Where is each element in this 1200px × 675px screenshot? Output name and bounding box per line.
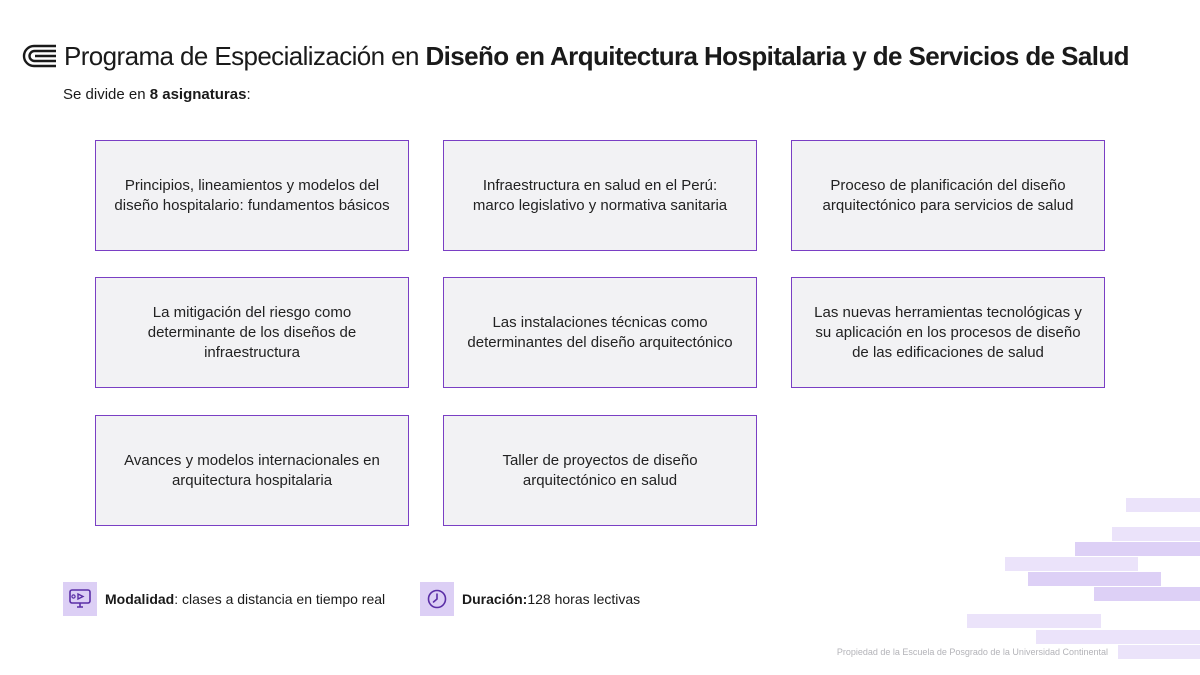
clock-icon	[420, 582, 454, 616]
deco-stripe	[1126, 498, 1200, 512]
deco-stripe	[1036, 630, 1200, 644]
course-card-5: Las instalaciones técnicas como determin…	[443, 277, 757, 388]
copyright-notice: Propiedad de la Escuela de Posgrado de l…	[836, 647, 1108, 657]
page-header: Programa de Especialización en Diseño en…	[22, 38, 1130, 74]
video-class-icon	[63, 582, 97, 616]
course-card-2: Infraestructura en salud en el Perú: mar…	[443, 140, 757, 251]
deco-stripe	[1005, 557, 1138, 571]
course-card-4: La mitigación del riesgo como determinan…	[95, 277, 409, 388]
modality-info: Modalidad: clases a distancia en tiempo …	[63, 582, 385, 616]
course-card-6: Las nuevas herramientas tecnológicas y s…	[791, 277, 1105, 388]
deco-stripe	[1094, 587, 1200, 601]
duration-info: Duración: 128 horas lectivas	[420, 582, 640, 616]
course-card-8: Taller de proyectos de diseño arquitectó…	[443, 415, 757, 526]
deco-stripe	[1118, 645, 1200, 659]
title-regular: Programa de Especialización en	[64, 40, 426, 71]
course-card-7: Avances y modelos internacionales en arq…	[95, 415, 409, 526]
title-program-name: Diseño en Arquitectura Hospitalaria y de…	[425, 40, 1130, 71]
deco-stripe	[1112, 527, 1200, 541]
subtitle-prefix: Se divide en	[63, 86, 150, 103]
subtitle: Se divide en 8 asignaturas:	[63, 86, 251, 103]
course-card-3: Proceso de planificación del diseño arqu…	[791, 140, 1105, 251]
page-title: Programa de Especialización en Diseño en…	[64, 40, 1130, 72]
deco-stripe	[1075, 542, 1200, 556]
subtitle-suffix: :	[246, 86, 251, 103]
deco-stripe	[1028, 572, 1161, 586]
deco-stripe	[967, 614, 1101, 628]
duration-label: Duración:	[462, 591, 528, 607]
duration-value: 128 horas lectivas	[527, 591, 641, 607]
subtitle-course-count: 8 asignaturas	[149, 86, 247, 103]
modality-label: Modalidad	[105, 591, 175, 607]
course-card-1: Principios, lineamientos y modelos del d…	[95, 140, 409, 251]
modality-value: : clases a distancia en tiempo real	[174, 591, 386, 607]
university-logo-icon	[22, 44, 56, 68]
